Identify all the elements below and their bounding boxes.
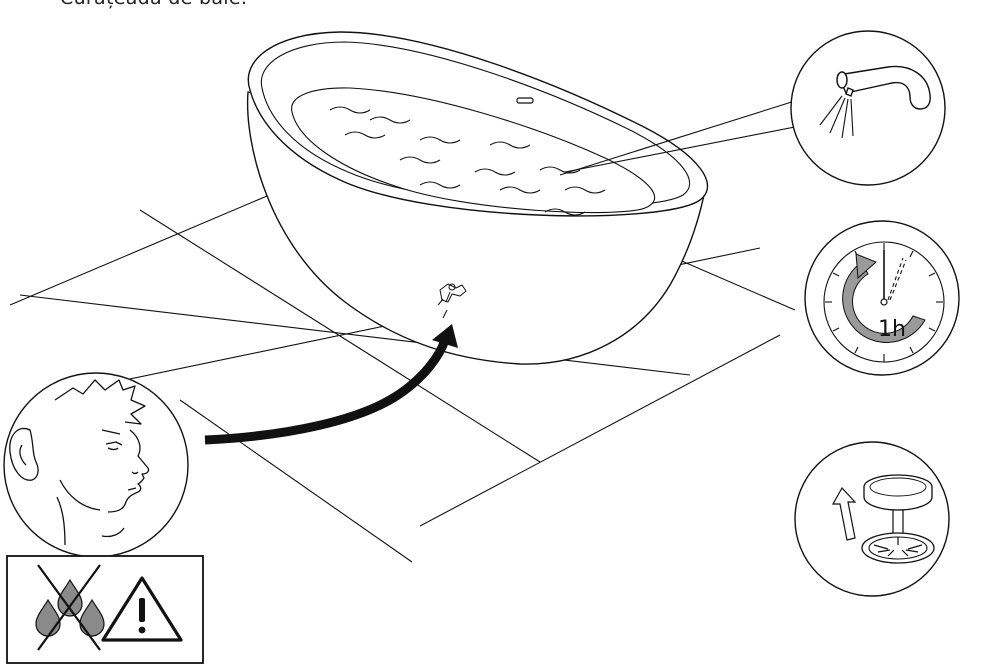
timer-icon: 1h (804, 220, 960, 376)
caption-text: Curățeadă de bale. (60, 0, 247, 9)
water-waves (329, 106, 606, 216)
warning-box (6, 555, 204, 664)
drain-valve (437, 283, 467, 319)
no-water-drops-icon (35, 564, 105, 651)
direction-arrow (204, 324, 458, 445)
faucet-icon (790, 30, 946, 186)
warning-icon (101, 576, 183, 642)
faucet-pointer (559, 99, 806, 176)
drain-plug-icon (794, 441, 950, 597)
person-smelling-icon (3, 372, 189, 558)
timer-label: 1h (878, 317, 906, 342)
bathtub (246, 31, 709, 365)
